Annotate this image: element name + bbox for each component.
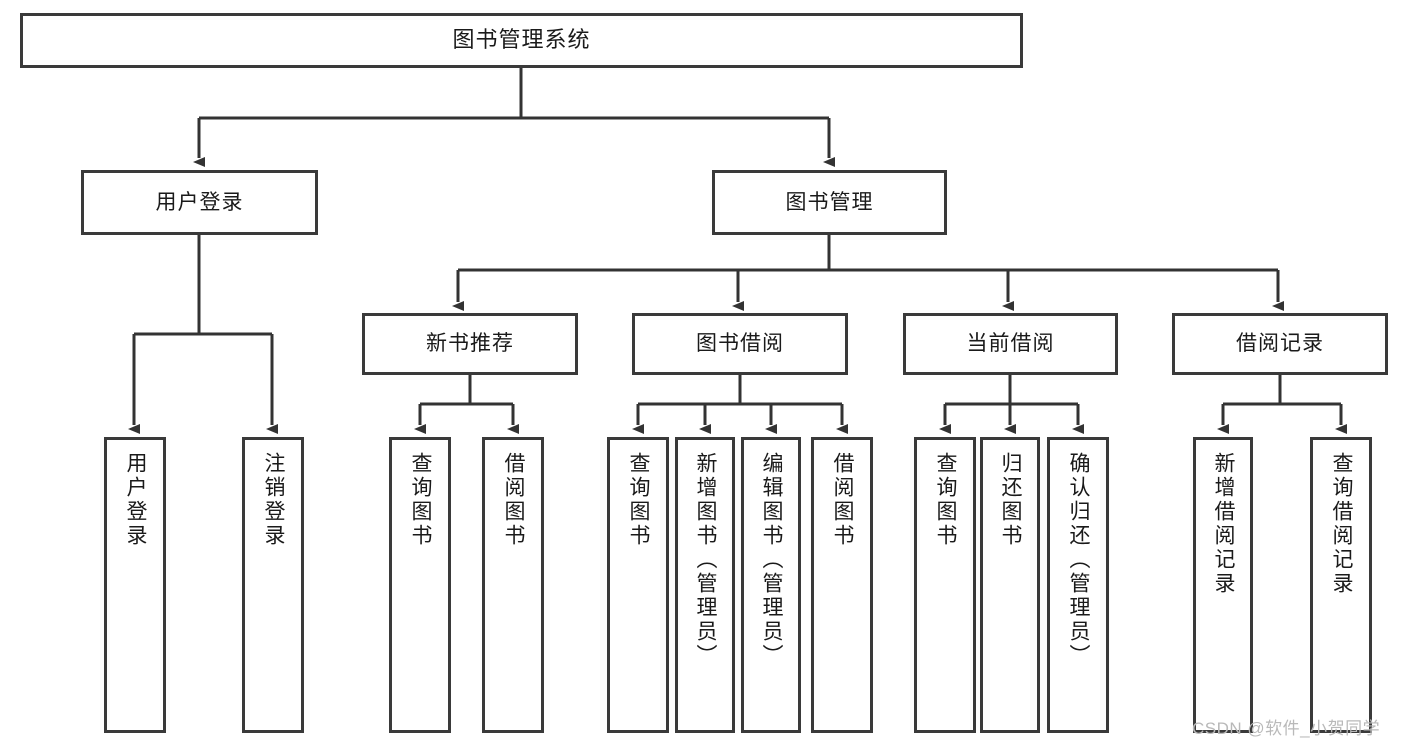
leaf-label: 用户登录 bbox=[124, 452, 148, 548]
leaf-label: 编辑图书（管理员） bbox=[760, 452, 784, 668]
leaf-label: 新增图书（管理员） bbox=[694, 452, 718, 668]
node-book-management-system[interactable]: 图书管理系统 bbox=[20, 13, 1023, 68]
node-label: 借阅记录 bbox=[1236, 332, 1324, 356]
watermark: CSDN @软件_小贺同学 bbox=[1192, 719, 1381, 738]
leaf-label: 借阅图书 bbox=[831, 452, 855, 548]
node-borrow-record[interactable]: 借阅记录 bbox=[1172, 313, 1388, 375]
leaf-query-book-current[interactable]: 查询图书 bbox=[914, 437, 976, 733]
leaf-add-book-admin[interactable]: 新增图书（管理员） bbox=[675, 437, 735, 733]
leaf-borrow-book-recommend[interactable]: 借阅图书 bbox=[482, 437, 544, 733]
node-user-login[interactable]: 用户登录 bbox=[81, 170, 318, 235]
leaf-user-login[interactable]: 用户登录 bbox=[104, 437, 166, 733]
leaf-label: 新增借阅记录 bbox=[1212, 452, 1236, 596]
node-label: 图书管理 bbox=[785, 190, 874, 214]
node-new-book-recommend[interactable]: 新书推荐 bbox=[362, 313, 578, 375]
leaf-label: 查询图书 bbox=[934, 452, 958, 548]
leaf-label: 查询借阅记录 bbox=[1330, 452, 1354, 596]
leaf-borrow-book[interactable]: 借阅图书 bbox=[811, 437, 873, 733]
leaf-logout-login[interactable]: 注销登录 bbox=[242, 437, 304, 733]
node-book-management[interactable]: 图书管理 bbox=[712, 170, 947, 235]
leaf-query-book-borrow[interactable]: 查询图书 bbox=[607, 437, 669, 733]
node-current-borrow[interactable]: 当前借阅 bbox=[903, 313, 1118, 375]
leaf-label: 确认归还（管理员） bbox=[1067, 452, 1091, 668]
node-label: 用户登录 bbox=[155, 190, 244, 214]
leaf-query-book-recommend[interactable]: 查询图书 bbox=[389, 437, 451, 733]
node-book-borrow[interactable]: 图书借阅 bbox=[632, 313, 848, 375]
node-label: 图书管理系统 bbox=[452, 27, 591, 53]
leaf-label: 查询图书 bbox=[627, 452, 651, 548]
node-label: 当前借阅 bbox=[966, 332, 1055, 356]
leaf-confirm-return-admin[interactable]: 确认归还（管理员） bbox=[1047, 437, 1109, 733]
node-label: 图书借阅 bbox=[696, 332, 784, 356]
node-label: 新书推荐 bbox=[426, 332, 514, 356]
leaf-label: 归还图书 bbox=[999, 452, 1023, 548]
leaf-query-borrow-record[interactable]: 查询借阅记录 bbox=[1310, 437, 1372, 733]
leaf-edit-book-admin[interactable]: 编辑图书（管理员） bbox=[741, 437, 801, 733]
leaf-label: 注销登录 bbox=[262, 452, 286, 548]
leaf-add-borrow-record[interactable]: 新增借阅记录 bbox=[1193, 437, 1253, 733]
leaf-label: 借阅图书 bbox=[502, 452, 526, 548]
leaf-label: 查询图书 bbox=[409, 452, 433, 548]
leaf-return-book[interactable]: 归还图书 bbox=[980, 437, 1040, 733]
